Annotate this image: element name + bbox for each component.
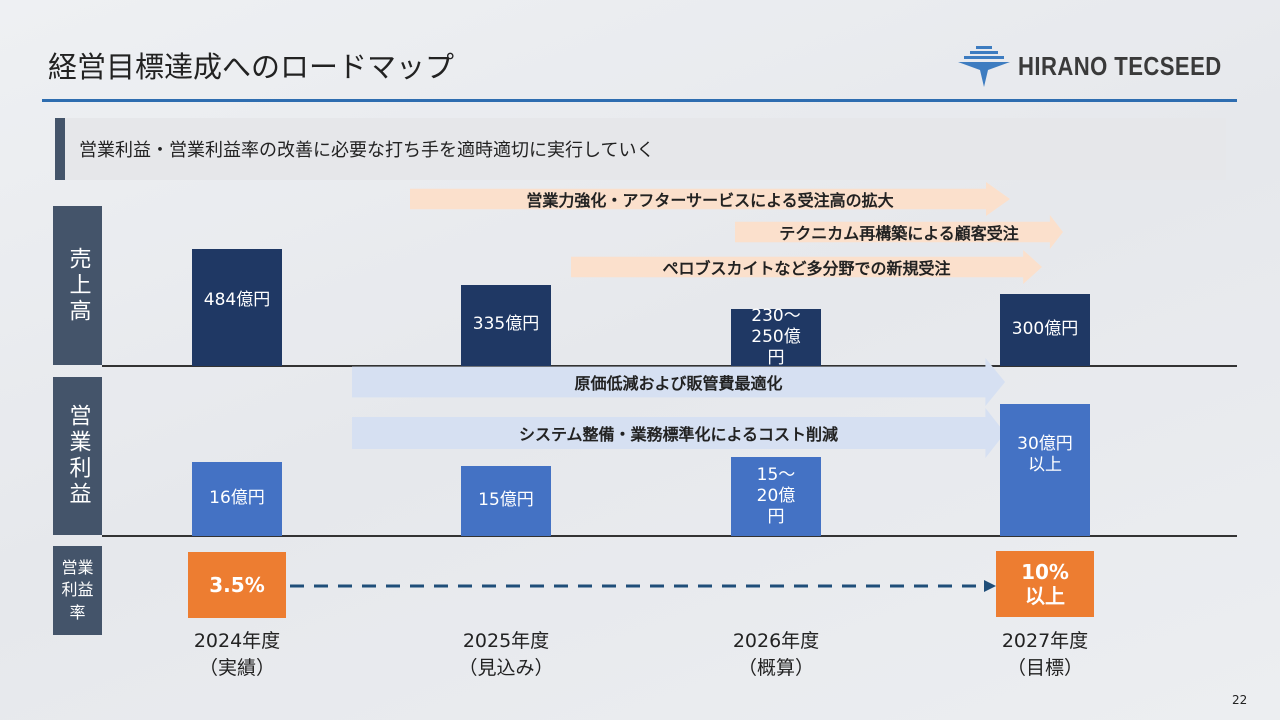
page-number: 22 [1232,693,1248,707]
year-label-2026: 2026年度 （概算） [696,628,856,681]
margin-box-2024: 3.5% [188,552,286,618]
page-title: 経営目標達成へのロードマップ [48,50,455,84]
margin-box-2027: 10%以上 [996,551,1094,617]
year-label-2027: 2027年度 （目標） [965,628,1125,681]
sales-bar-2027: 300億円 [1000,294,1090,366]
year-note: （概算） [737,656,814,679]
profit-baseline [102,535,1237,537]
sales-arrow-2: テクニカム再構築による顧客受注 [735,215,1063,249]
profit-bar-2026: 15～20億円 [731,457,821,536]
profit-arrow-2: システム整備・業務標準化によるコスト削減 [352,408,1005,458]
logo-mark-icon [958,46,1010,87]
year: 2027年度 [1001,630,1089,652]
row-label-sales: 売上高 [53,206,102,365]
summary-banner: 営業利益・営業利益率の改善に必要な打ち手を適時適切に実行していく [55,118,1226,180]
title-divider [42,99,1237,102]
row-label-margin: 営業利益率 [53,546,102,635]
profit-bar-2027: 30億円以上 [1000,404,1090,536]
sales-bar-2026: 230～250億円 [731,306,821,368]
company-logo: HIRANO TECSEED [958,44,1258,88]
year: 2024年度 [193,630,281,652]
year: 2026年度 [732,630,820,652]
year-label-2024: 2024年度 （実績） [157,628,317,681]
year-note: （見込み） [458,656,554,679]
year-label-2025: 2025年度 （見込み） [426,628,586,681]
year-note: （目標） [1006,656,1083,679]
year-note: （実績） [198,656,275,679]
sales-arrow-3: ペロブスカイトなど多分野での新規受注 [571,250,1042,284]
sales-baseline [102,365,1237,367]
sales-arrow-1: 営業力強化・アフターサービスによる受注高の拡大 [410,182,1010,216]
sales-bar-2025: 335億円 [461,285,551,366]
sales-bar-2024: 484億円 [192,249,282,366]
year: 2025年度 [462,630,550,652]
profit-bar-2025: 15億円 [461,466,551,536]
row-label-profit: 営業利益 [53,377,102,535]
logo-text: HIRANO TECSEED [1018,50,1222,81]
profit-bar-2024: 16億円 [192,462,282,536]
dashed-arrow-icon [290,580,996,592]
